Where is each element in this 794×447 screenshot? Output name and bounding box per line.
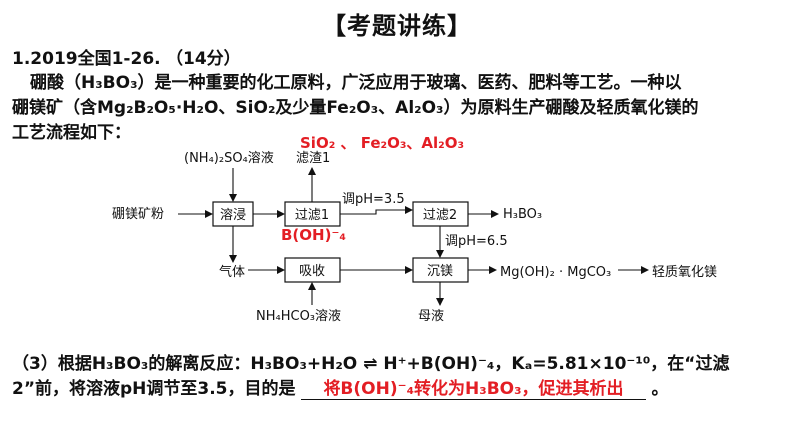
question3-prompt: 2”前，将溶液pH调节至3.5，目的是: [12, 379, 296, 399]
reagent-ammonium-bicarbonate: NH₄HCO₃溶液: [256, 309, 341, 324]
box-absorb-label: 吸收: [299, 264, 325, 279]
filter1-answer: B(OH)⁻₄: [281, 226, 346, 244]
mother-liquor-label: 母液: [418, 309, 444, 324]
question-source: 1.2019全国1-26. （14分）: [12, 44, 241, 69]
page-title: 【考题讲练】: [322, 12, 472, 40]
ph-adjust-1: 调pH=3.5: [342, 192, 405, 207]
question3-end: 。: [651, 379, 669, 399]
question3-line-2: 2”前，将溶液pH调节至3.5，目的是 将B(OH)⁻₄转化为H₃BO₃，促进其…: [12, 374, 668, 400]
ph-adjust-2: 调pH=6.5: [445, 234, 508, 249]
intermediate-label: Mg(OH)₂ · MgCO₃: [500, 265, 611, 280]
intro-line-1: 硼酸（H₃BO₃）是一种重要的化工原料，广泛应用于玻璃、医药、肥料等工艺。一种以: [30, 73, 682, 93]
question-number: 1.2019全国1-26.: [12, 49, 161, 69]
product-boric-acid: H₃BO₃: [503, 207, 542, 222]
box-precipitate: [412, 257, 469, 283]
question3-line-1: （3）根据H₃BO₃的解离反应：H₃BO₃+H₂O ⇌ H⁺+B(OH)⁻₄，K…: [12, 354, 730, 374]
box-filter2-label: 过滤2: [423, 208, 457, 223]
gas-label: 气体: [219, 264, 245, 280]
intro-line-2: 硼镁矿（含Mg₂B₂O₅·H₂O、SiO₂及少量Fe₂O₃、Al₂O₃）为原料生…: [12, 98, 699, 118]
box-filter1-label: 过滤1: [295, 208, 329, 223]
residue-label: 滤渣1: [296, 151, 330, 166]
raw-material-label: 硼镁矿粉: [112, 207, 164, 222]
answer-blank: 将B(OH)⁻₄转化为H₃BO₃，促进其析出: [301, 374, 646, 400]
reagent-ammonium-sulfate: (NH₄)₂SO₄溶液: [184, 151, 274, 166]
product-light-mgo: 轻质氧化镁: [652, 265, 717, 280]
box-precipitate-label: 沉镁: [427, 264, 453, 279]
arrow-filter1-to-filter2: [340, 206, 413, 215]
intro-line-3: 工艺流程如下：: [12, 123, 131, 143]
box-leach-label: 溶浸: [220, 208, 246, 223]
question-points: （14分）: [166, 49, 241, 69]
residue-answer: SiO₂ 、 Fe₂O₃、Al₂O₃: [300, 134, 464, 152]
